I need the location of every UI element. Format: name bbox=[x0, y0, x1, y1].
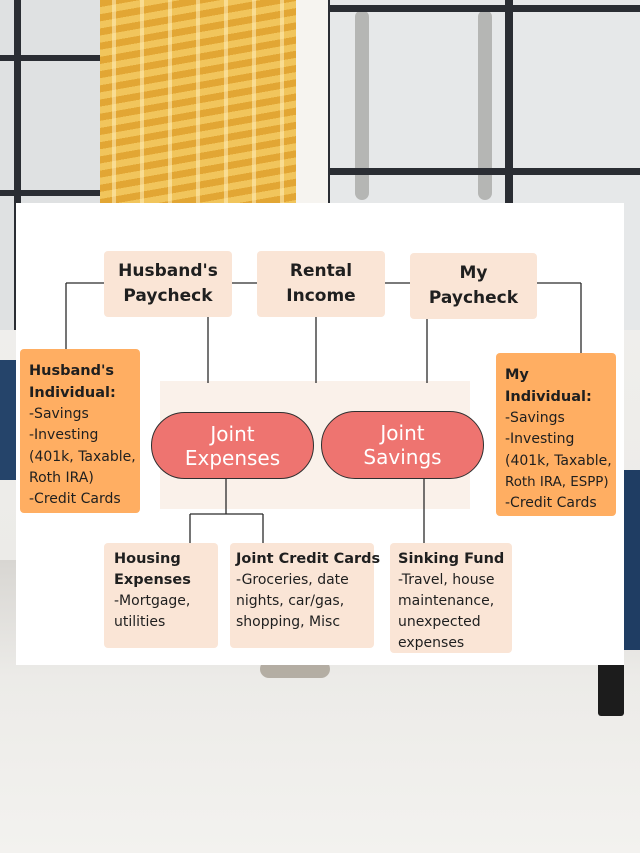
my-paycheck-label: My Paycheck bbox=[428, 263, 519, 308]
my-individual-item: -Savings bbox=[505, 410, 565, 426]
joint-expenses-label: Joint Expenses bbox=[184, 421, 281, 470]
joint-savings-label: Joint Savings bbox=[363, 421, 442, 469]
window-frame bbox=[505, 0, 513, 330]
husband-paycheck-label: Husband's Paycheck bbox=[118, 261, 218, 306]
rental-income-label: Rental Income bbox=[286, 261, 356, 306]
window-frame bbox=[0, 190, 100, 196]
housing-expenses-text: -Mortgage, utilities bbox=[114, 593, 191, 630]
palm-trunk bbox=[478, 10, 492, 200]
joint-credit-cards-box: Joint Credit Cards -Groceries, date nigh… bbox=[230, 543, 381, 648]
joint-expenses-pill: Joint Expenses bbox=[151, 412, 314, 479]
window-frame bbox=[322, 5, 640, 12]
husband-individual-item: (401k, Taxable, bbox=[29, 448, 136, 465]
husband-individual-title: Husband's Individual: bbox=[29, 363, 116, 401]
sinking-fund-title: Sinking Fund bbox=[398, 551, 505, 567]
couch-left bbox=[0, 360, 18, 480]
money-flow-diagram: Husband's Paycheck Rental Income My Payc… bbox=[16, 203, 624, 665]
rental-income-box: Rental Income bbox=[257, 251, 385, 317]
my-individual-item: (401k, Taxable, bbox=[505, 452, 612, 469]
yellow-curtain bbox=[100, 0, 300, 205]
my-individual-title: My Individual: bbox=[505, 367, 592, 405]
husband-individual-box: Husband's Individual: -Savings -Investin… bbox=[20, 349, 140, 513]
window-frame bbox=[0, 55, 100, 61]
husband-paycheck-box: Husband's Paycheck bbox=[104, 251, 232, 317]
sinking-fund-text: -Travel, house maintenance, unexpected e… bbox=[398, 572, 495, 651]
husband-individual-item: -Savings bbox=[29, 406, 89, 422]
housing-expenses-box: Housing Expenses -Mortgage, utilities bbox=[104, 543, 218, 648]
my-individual-item: Roth IRA, ESPP) bbox=[505, 474, 609, 490]
my-individual-item: -Investing bbox=[505, 431, 575, 448]
husband-individual-item: -Credit Cards bbox=[29, 491, 121, 508]
my-paycheck-box: My Paycheck bbox=[410, 253, 537, 319]
joint-savings-pill: Joint Savings bbox=[321, 411, 484, 479]
window-frame bbox=[14, 0, 21, 330]
my-individual-box: My Individual: -Savings -Investing (401k… bbox=[496, 353, 616, 516]
joint-credit-cards-title: Joint Credit Cards bbox=[236, 551, 381, 567]
sheer-curtain bbox=[296, 0, 328, 205]
sinking-fund-box: Sinking Fund -Travel, house maintenance,… bbox=[390, 543, 512, 653]
joint-credit-cards-text: -Groceries, date nights, car/gas, shoppi… bbox=[236, 572, 349, 630]
housing-expenses-title: Housing Expenses bbox=[114, 551, 191, 588]
husband-individual-item: Roth IRA) bbox=[29, 469, 94, 486]
my-individual-item: -Credit Cards bbox=[505, 495, 597, 512]
window-frame bbox=[322, 168, 640, 175]
connector-lines bbox=[65, 282, 582, 543]
palm-trunk bbox=[355, 10, 369, 200]
husband-individual-item: -Investing bbox=[29, 427, 99, 444]
